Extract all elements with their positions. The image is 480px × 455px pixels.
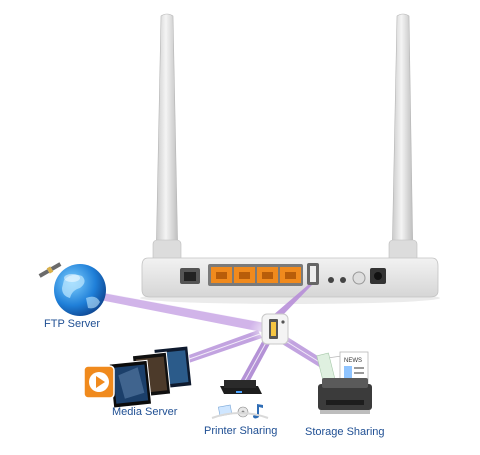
left-antenna [152,13,182,267]
news-label: NEWS [344,358,362,364]
storage-sharing-label: Storage Sharing [305,426,385,438]
video-frames-icon [83,345,193,409]
power-jack-icon [370,268,386,284]
power-button-icon [352,271,366,285]
wps-button-icon [340,277,346,283]
usb-port-icon [261,313,289,345]
printer-documents-icon: NEWS [316,351,372,414]
ethernet-ports-icon [208,264,303,286]
reset-button-icon [328,277,334,283]
ftp-server-label: FTP Server [44,318,101,330]
globe-satellite-icon [38,262,106,316]
router-body [140,257,440,304]
print-server-icon [211,380,269,419]
printer-sharing-label: Printer Sharing [204,425,278,437]
dsl-port-icon [180,268,200,284]
router-usb-port-icon [307,263,319,285]
media-server-label: Media Server [112,406,178,418]
media-files-icon [218,404,263,419]
right-antenna [388,13,418,267]
